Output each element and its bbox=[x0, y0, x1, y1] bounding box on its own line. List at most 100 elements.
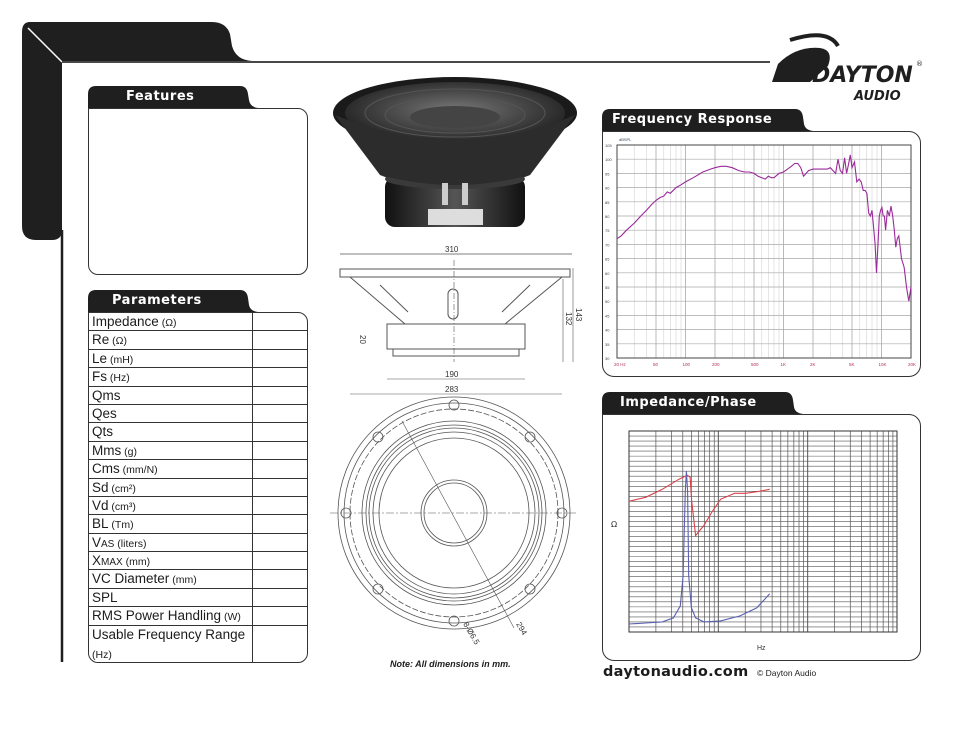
svg-text:85: 85 bbox=[605, 200, 610, 205]
parameter-value bbox=[253, 350, 307, 367]
svg-text:20K: 20K bbox=[908, 362, 916, 367]
svg-text:75: 75 bbox=[605, 228, 610, 233]
parameter-label: Vd (cm³) bbox=[89, 496, 253, 515]
svg-text:5K: 5K bbox=[849, 362, 855, 367]
dayton-audio-logo: DAYTON ® AUDIO bbox=[768, 24, 948, 109]
svg-text:35: 35 bbox=[605, 342, 610, 347]
features-title: Features bbox=[126, 89, 195, 104]
parameter-label: Usable Frequency Range (Hz) bbox=[89, 625, 253, 662]
logo-subtitle: AUDIO bbox=[853, 89, 901, 104]
svg-text:20: 20 bbox=[358, 335, 367, 344]
parameter-value bbox=[253, 497, 307, 514]
parameter-value bbox=[253, 570, 307, 587]
svg-text:500: 500 bbox=[751, 362, 759, 367]
parameter-row: Re (Ω) bbox=[89, 331, 307, 350]
parameter-row: VAS (liters) bbox=[89, 533, 307, 553]
features-box bbox=[88, 108, 308, 275]
svg-text:45: 45 bbox=[605, 313, 610, 318]
svg-text:Ω: Ω bbox=[611, 520, 617, 529]
parameter-row: Qts bbox=[89, 423, 307, 442]
svg-text:®: ® bbox=[916, 60, 923, 68]
parameter-row: Mms (g) bbox=[89, 441, 307, 461]
svg-text:100: 100 bbox=[682, 362, 690, 367]
parameter-value bbox=[253, 479, 307, 496]
svg-text:1K: 1K bbox=[780, 362, 786, 367]
parameter-value bbox=[253, 387, 307, 404]
svg-text:40: 40 bbox=[605, 328, 610, 333]
svg-text:143: 143 bbox=[574, 308, 583, 322]
svg-text:95: 95 bbox=[605, 171, 610, 176]
svg-text:310: 310 bbox=[445, 245, 459, 254]
parameter-label: RMS Power Handling (W) bbox=[89, 607, 253, 625]
parameter-row: Sd (cm²) bbox=[89, 478, 307, 497]
parameter-label: Qms bbox=[89, 386, 253, 404]
impedance-phase-chart: Ω Hz bbox=[611, 430, 898, 652]
parameter-value bbox=[253, 589, 307, 606]
parameter-label: SPL bbox=[89, 588, 253, 607]
parameter-row: Fs (Hz) bbox=[89, 368, 307, 387]
parameter-row: Le (mH) bbox=[89, 349, 307, 369]
svg-text:Hz: Hz bbox=[757, 645, 766, 652]
parameter-value bbox=[253, 405, 307, 422]
website-link[interactable]: daytonaudio.com bbox=[603, 664, 749, 680]
parameter-label: Mms (g) bbox=[89, 441, 253, 460]
logo-wordmark: DAYTON bbox=[812, 63, 913, 88]
parameter-row: RMS Power Handling (W) bbox=[89, 607, 307, 626]
svg-text:80: 80 bbox=[605, 214, 610, 219]
svg-text:50: 50 bbox=[653, 362, 659, 367]
parameter-row: VC Diameter (mm) bbox=[89, 570, 307, 589]
parameter-value bbox=[253, 552, 307, 569]
svg-text:55: 55 bbox=[605, 285, 610, 290]
svg-text:65: 65 bbox=[605, 257, 610, 262]
svg-text:dBSPL: dBSPL bbox=[619, 137, 632, 142]
parameter-label: Sd (cm²) bbox=[89, 478, 253, 496]
parameter-label: Le (mH) bbox=[89, 349, 253, 368]
svg-text:70: 70 bbox=[605, 242, 610, 247]
svg-text:90: 90 bbox=[605, 186, 610, 191]
copyright: © Dayton Audio bbox=[757, 668, 817, 678]
parameter-row: XMAX (mm) bbox=[89, 552, 307, 571]
parameter-value bbox=[253, 515, 307, 532]
parameter-row: Impedance (Ω) bbox=[89, 313, 307, 332]
speaker-photo bbox=[333, 77, 577, 227]
parameter-label: XMAX (mm) bbox=[89, 552, 253, 570]
parameter-label: Qts bbox=[89, 423, 253, 441]
parameter-row: Usable Frequency Range (Hz) bbox=[89, 625, 307, 662]
parameter-label: Fs (Hz) bbox=[89, 368, 253, 386]
parameter-row: BL (Tm) bbox=[89, 515, 307, 534]
parameter-value bbox=[253, 460, 307, 477]
dimension-drawings: 310 143 132 20 190 283 294 8-Ø6.5 bbox=[330, 245, 583, 647]
parameter-value bbox=[253, 534, 307, 551]
parameter-label: BL (Tm) bbox=[89, 515, 253, 533]
svg-text:8-Ø6.5: 8-Ø6.5 bbox=[461, 621, 481, 647]
parameters-title: Parameters bbox=[112, 293, 202, 308]
frequency-response-box: 30 35 40 45 50 55 60 65 70 75 80 85 90 95 100 105 dBSPL 2… bbox=[602, 131, 921, 377]
parameter-value bbox=[253, 313, 307, 330]
svg-text:60: 60 bbox=[605, 271, 610, 276]
parameter-value bbox=[253, 368, 307, 385]
parameter-value bbox=[253, 626, 307, 662]
svg-text:100: 100 bbox=[605, 157, 612, 162]
parameter-row: Cms (mm/N) bbox=[89, 460, 307, 479]
parameter-label: Qes bbox=[89, 404, 253, 423]
svg-text:294: 294 bbox=[514, 621, 529, 638]
impedance-phase-title: Impedance/Phase bbox=[620, 395, 757, 410]
parameter-label: Impedance (Ω) bbox=[89, 313, 253, 331]
svg-text:30: 30 bbox=[605, 356, 610, 361]
impedance-phase-box: Ω Hz bbox=[602, 414, 921, 661]
svg-text:105: 105 bbox=[605, 143, 612, 148]
parameter-row: Vd (cm³) bbox=[89, 496, 307, 516]
parameter-value bbox=[253, 423, 307, 440]
svg-text:20 Hz: 20 Hz bbox=[614, 362, 627, 367]
frequency-response-chart: 30 35 40 45 50 55 60 65 70 75 80 85 90 95 100 105 dBSPL 2… bbox=[605, 137, 916, 367]
dimensions-note: Note: All dimensions in mm. bbox=[390, 659, 511, 669]
svg-text:200: 200 bbox=[712, 362, 720, 367]
parameter-row: Qms bbox=[89, 386, 307, 405]
parameter-label: VAS (liters) bbox=[89, 533, 253, 552]
parameter-value bbox=[253, 607, 307, 624]
svg-text:132: 132 bbox=[564, 312, 573, 326]
frequency-response-title: Frequency Response bbox=[612, 112, 773, 127]
svg-text:190: 190 bbox=[445, 370, 459, 379]
